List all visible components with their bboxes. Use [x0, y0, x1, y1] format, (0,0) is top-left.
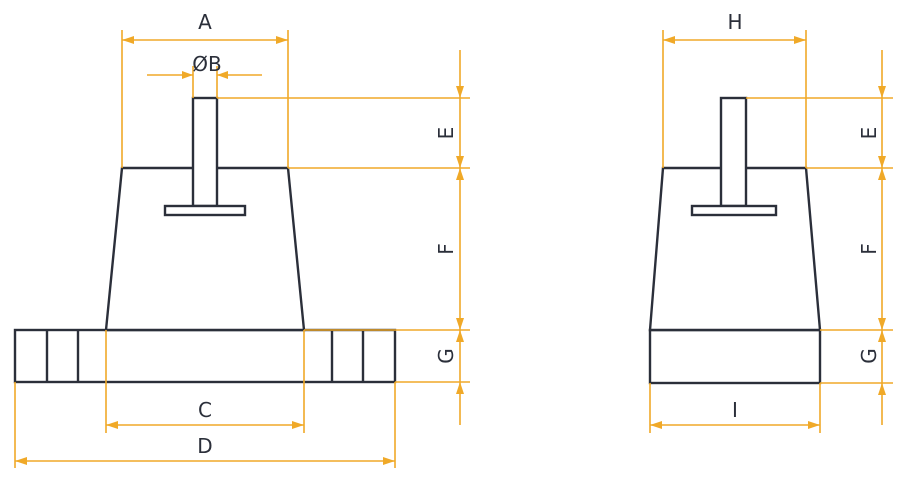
label-side-f: F	[857, 243, 881, 255]
label-side-e: E	[857, 127, 881, 140]
label-f: F	[434, 243, 458, 255]
front-view	[13, 96, 397, 384]
side-stud	[719, 96, 748, 208]
label-a: A	[198, 10, 212, 34]
side-view	[648, 96, 822, 385]
label-c: C	[198, 398, 212, 422]
label-side-g: G	[857, 348, 881, 364]
label-g: G	[434, 348, 458, 364]
label-d: D	[197, 434, 212, 458]
side-inner-plate	[690, 204, 778, 217]
label-i: I	[732, 398, 738, 422]
front-inner-plate	[163, 204, 247, 217]
label-h: H	[727, 10, 742, 34]
label-e: E	[434, 127, 458, 140]
label-b: ØB	[192, 52, 221, 76]
front-base-plate	[13, 328, 397, 384]
front-dimensions: A ØB E F G C	[14, 10, 470, 468]
side-base-block	[648, 328, 822, 385]
side-dimensions: H E F G I	[649, 10, 893, 433]
front-stud	[191, 96, 219, 208]
